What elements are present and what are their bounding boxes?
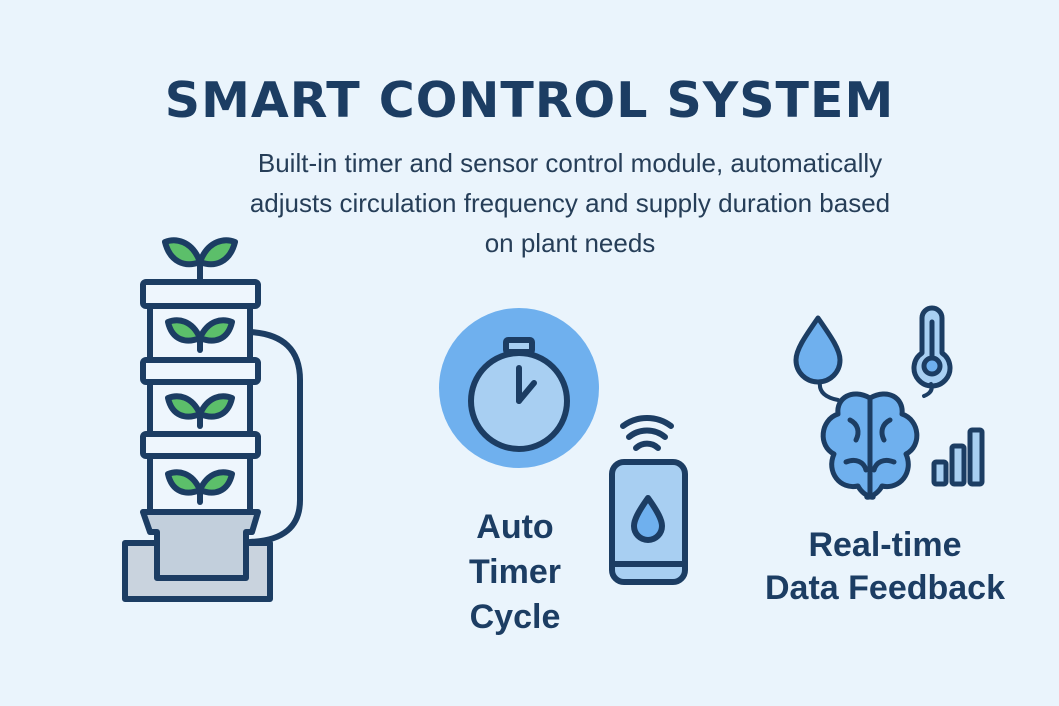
label-line: Data Feedback xyxy=(765,569,1005,607)
auto-timer-cycle-label: Auto Timer Cycle xyxy=(440,505,590,640)
label-line: Cycle xyxy=(469,598,561,636)
label-line: Auto xyxy=(476,508,554,546)
sensor-connectors xyxy=(817,380,934,402)
signal-bars-icon xyxy=(931,427,985,487)
page-title: SMART CONTROL SYSTEM xyxy=(164,72,895,129)
label-line: Timer xyxy=(469,553,561,591)
subtitle-line: on plant needs xyxy=(484,228,656,258)
subtitle-line: Built-in timer and sensor control module… xyxy=(257,148,883,178)
page-subtitle: Built-in timer and sensor control module… xyxy=(170,143,970,263)
subtitle-line: adjusts circulation frequency and supply… xyxy=(249,188,891,218)
stopwatch-icon xyxy=(439,308,599,468)
hydroponic-tower-icon xyxy=(122,237,303,602)
water-drop-icon xyxy=(793,315,843,385)
brain-icon xyxy=(820,391,920,500)
smartphone-icon xyxy=(609,415,688,585)
realtime-data-feedback-label: Real-time Data Feedback xyxy=(740,524,1030,610)
thermometer-icon xyxy=(911,305,953,389)
label-line: Real-time xyxy=(808,526,962,564)
